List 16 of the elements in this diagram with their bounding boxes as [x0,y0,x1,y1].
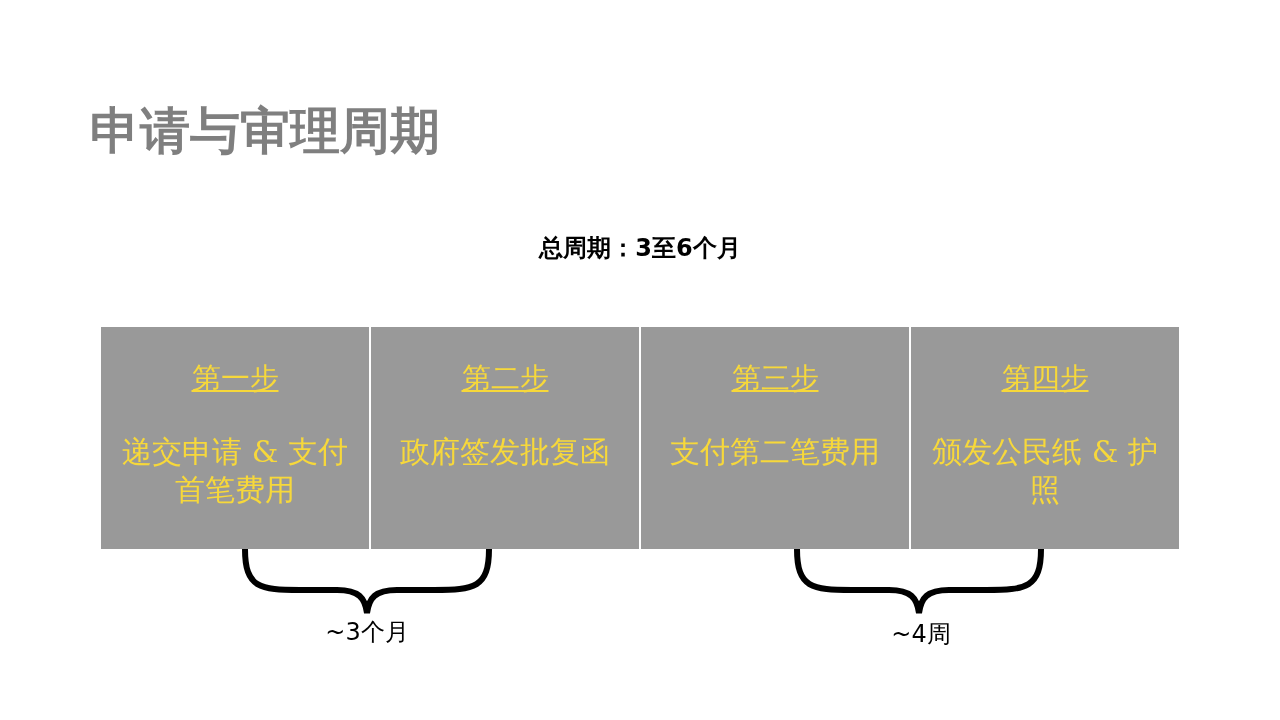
step-description: 递交申请 & 支付首笔费用 [121,433,349,509]
step-panel [101,327,369,549]
title: 申请与审理周期 [90,101,440,162]
duration-label: ~3个月 [324,617,410,648]
step-panel [641,327,909,549]
step-panel [911,327,1179,549]
step-description: 政府签发批复函 [399,433,611,471]
step-heading: 第四步 [1001,360,1089,397]
duration-label: ~4周 [890,619,952,650]
step-heading: 第一步 [191,360,279,397]
step-panel [371,327,639,549]
step-description: 颁发公民纸 & 护照 [931,433,1159,509]
total-duration-note: 总周期：3至6个月 [537,233,742,264]
step-description: 支付第二笔费用 [669,433,881,471]
step-heading: 第三步 [731,360,819,397]
step-heading: 第二步 [461,360,549,397]
